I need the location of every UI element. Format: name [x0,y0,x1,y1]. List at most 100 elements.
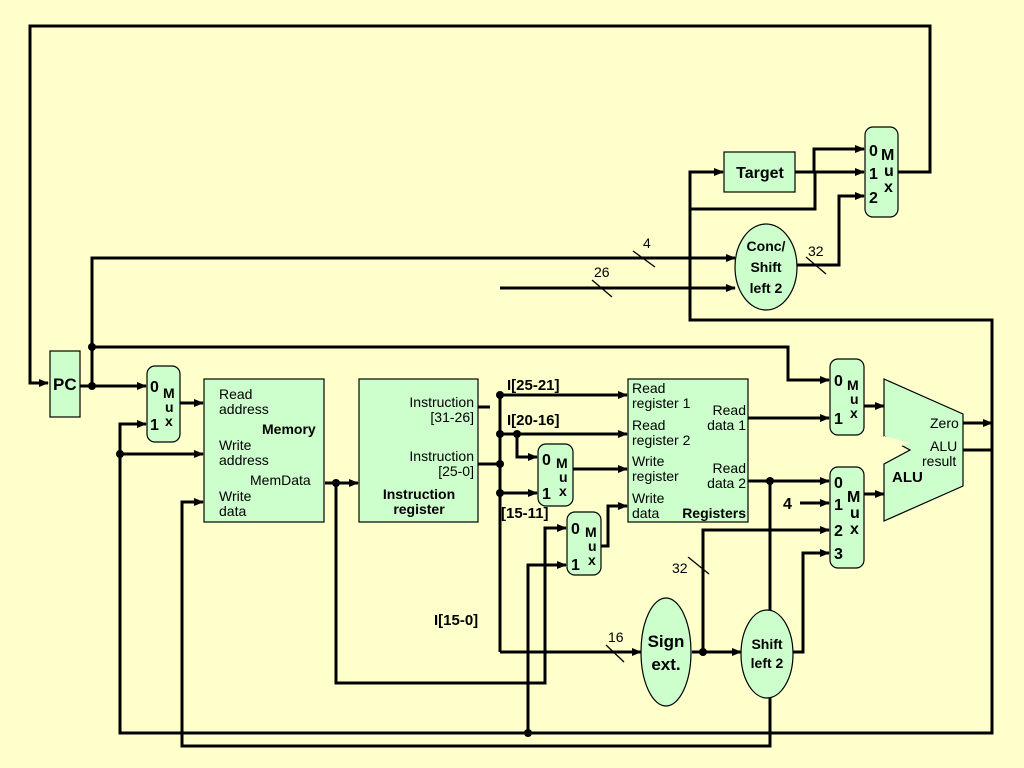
register-file: Read register 1 Read data 1 Read registe… [627,378,749,523]
svg-text:data 1: data 1 [707,417,746,433]
width-32-top: 32 [808,243,824,259]
svg-text:0: 0 [542,452,551,469]
svg-text:Write: Write [632,453,665,469]
svg-text:data: data [632,505,659,521]
svg-text:Read: Read [632,417,665,433]
svg-text:2: 2 [869,190,878,207]
svg-text:u: u [850,505,860,522]
alu: Zero ALU result ALU [883,378,964,522]
svg-text:1: 1 [150,417,159,434]
field-i15-0: I[15-0] [434,612,478,629]
field-15-11: [15-11] [501,505,549,522]
svg-text:1: 1 [834,411,843,428]
memory-title: Memory [262,421,316,437]
svg-text:Instruction: Instruction [409,448,474,464]
svg-text:x: x [588,552,596,568]
svg-text:ext.: ext. [651,655,680,674]
svg-text:address: address [219,452,269,468]
svg-text:M: M [847,489,860,506]
svg-text:Instruction: Instruction [409,394,474,410]
svg-text:Read: Read [632,380,665,396]
svg-text:u: u [588,538,597,554]
svg-text:MemData: MemData [250,472,311,488]
svg-text:3: 3 [834,546,843,563]
field-i20-16: I[20-16] [507,412,560,429]
svg-text:1: 1 [834,497,843,514]
svg-text:register: register [632,468,679,484]
svg-text:Zero: Zero [930,415,959,431]
svg-text:Instruction: Instruction [383,486,455,502]
concat-shift-left-2: Conc/ Shift left 2 [734,223,798,311]
svg-text:register 1: register 1 [632,395,691,411]
svg-text:Read: Read [219,386,252,402]
svg-text:M: M [556,455,568,471]
mux-alu-a: 0 1 M u x [829,358,865,436]
mux-address: 0 1 M u x [146,365,181,443]
width-4: 4 [643,235,651,251]
mux-write-register: 0 1 M u x [537,443,574,507]
const-four: 4 [783,496,792,513]
svg-text:result: result [922,453,956,469]
wires [28,24,994,748]
svg-text:Target: Target [736,165,784,182]
svg-text:Shift: Shift [751,636,782,652]
svg-text:2: 2 [834,523,843,540]
mux-write-data: 0 1 M u x [566,511,602,576]
alu-title: ALU [892,469,923,486]
svg-text:0: 0 [150,379,159,396]
target-register: Target [723,151,796,193]
width-16: 16 [608,629,624,645]
svg-text:[31-26]: [31-26] [430,409,474,425]
svg-text:register 2: register 2 [632,432,691,448]
svg-text:Write: Write [632,490,665,506]
instruction-register: Instruction [31-26] Instruction [25-0] I… [358,378,479,523]
svg-text:0: 0 [571,521,580,538]
svg-text:left 2: left 2 [750,280,783,296]
svg-text:1: 1 [571,557,580,574]
svg-text:[25-0]: [25-0] [438,463,474,479]
svg-text:Sign: Sign [648,632,685,651]
svg-text:M: M [163,385,175,401]
svg-text:Write: Write [219,437,252,453]
svg-text:u: u [850,391,859,407]
svg-text:x: x [559,483,567,499]
svg-text:Conc/: Conc/ [747,238,786,254]
svg-text:M: M [847,377,859,393]
sign-extend: Sign ext. [640,597,692,707]
svg-text:u: u [559,469,568,485]
svg-text:Write: Write [219,488,252,504]
svg-text:ALU: ALU [930,438,957,454]
shift-left-2: Shift left 2 [740,609,794,699]
svg-text:data: data [219,503,246,519]
width-32: 32 [672,560,688,576]
svg-text:address: address [219,401,269,417]
memory-unit: Read address Memory Write address MemDat… [203,378,325,523]
svg-text:left 2: left 2 [751,655,784,671]
svg-text:x: x [165,413,173,429]
mux-alu-b: 0 1 2 3 M u x [829,466,865,569]
svg-text:x: x [884,179,893,196]
junctions [88,343,774,737]
bus-width-ticks [591,250,827,663]
field-i25-21: I[25-21] [507,377,560,394]
svg-text:Read: Read [713,402,746,418]
svg-text:1: 1 [869,166,878,183]
pc-label: PC [53,375,77,394]
registers-title: Registers [682,505,746,521]
svg-text:x: x [850,405,858,421]
svg-text:M: M [585,524,597,540]
svg-text:x: x [850,521,859,538]
svg-text:Shift: Shift [750,259,781,275]
svg-text:data 2: data 2 [707,475,746,491]
mux-pc-source: 0 1 2 M u x [864,126,899,218]
width-26: 26 [594,264,610,280]
svg-text:0: 0 [869,143,878,160]
svg-text:M: M [881,147,894,164]
svg-text:u: u [165,399,174,415]
svg-text:register: register [393,501,445,517]
svg-text:0: 0 [834,475,843,492]
svg-text:0: 0 [834,373,843,390]
svg-text:1: 1 [542,486,551,503]
pc-register: PC [49,350,81,418]
